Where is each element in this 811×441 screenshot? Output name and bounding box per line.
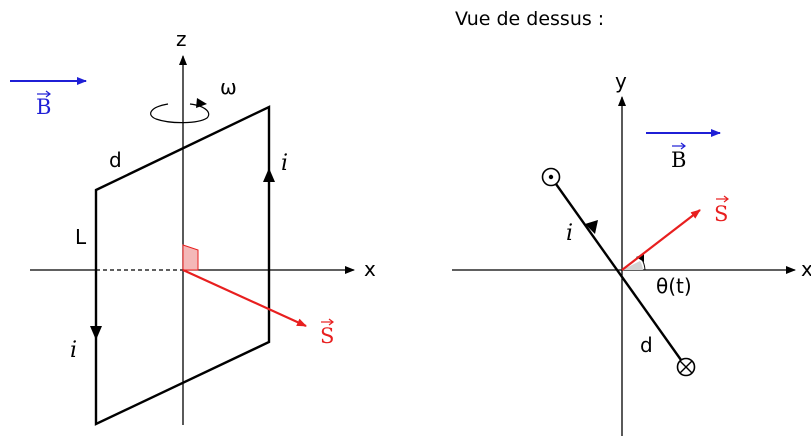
rotation-ellipse xyxy=(150,103,210,124)
z-axis-label: z xyxy=(176,27,187,51)
side-L-label: L xyxy=(75,225,87,249)
rotation-arrowhead xyxy=(196,98,207,108)
side-d-label-left: d xyxy=(109,148,122,172)
surface-vector-hook-right xyxy=(723,195,729,203)
surface-label-right: S xyxy=(714,202,728,226)
side-d-label-right: d xyxy=(640,333,653,357)
left-view: B z ω x d L i i S xyxy=(10,27,376,426)
current-label-bottom: i xyxy=(70,338,77,363)
angle-label: θ(t) xyxy=(656,274,692,298)
field-vector-hook-right xyxy=(680,142,686,150)
current-in-cross-b xyxy=(679,360,693,374)
current-label-top: i xyxy=(281,151,288,176)
right-angle-marker xyxy=(182,244,199,271)
right-view: Vue de dessus : y x B S i θ(t) d xyxy=(452,8,811,436)
surface-vector-right xyxy=(621,209,701,271)
angle-sector xyxy=(622,261,643,270)
loop-edge xyxy=(550,176,687,368)
field-vector-hook-left xyxy=(45,90,51,98)
omega-label: ω xyxy=(220,75,237,99)
current-arrow-edge xyxy=(585,220,598,234)
y-axis-label: y xyxy=(615,69,627,93)
surface-label-left: S xyxy=(320,324,334,348)
surface-vector-hook-left xyxy=(328,318,334,326)
field-label-right: B xyxy=(671,148,686,172)
current-out-dot xyxy=(548,174,554,180)
x-axis-label-left: x xyxy=(364,257,376,281)
surface-vector-left xyxy=(182,268,307,328)
current-arrow-up xyxy=(263,168,275,182)
current-label-right: i xyxy=(566,221,573,246)
x-axis-label-right: x xyxy=(801,257,811,281)
top-view-title: Vue de dessus : xyxy=(455,8,604,30)
current-loop xyxy=(94,105,271,426)
current-arrow-down xyxy=(90,326,102,340)
field-label-left: B xyxy=(36,95,51,119)
